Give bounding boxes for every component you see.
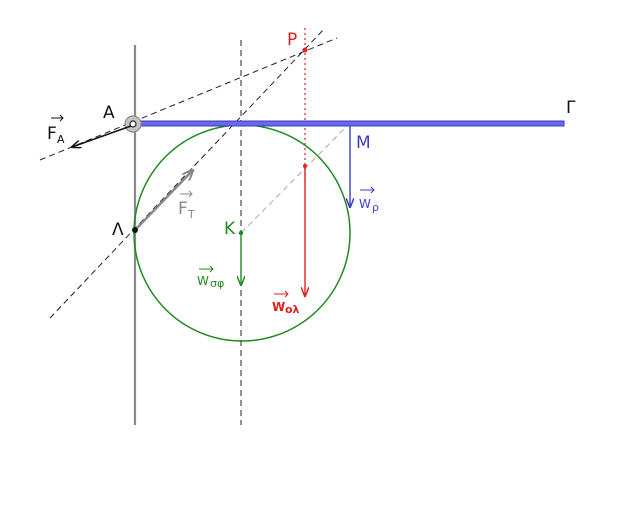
hinge-a-inner — [129, 120, 137, 128]
svg-text:ρ: ρ — [372, 201, 379, 214]
label-lambda: Λ — [112, 220, 124, 240]
svg-text:σφ: σφ — [210, 277, 224, 290]
svg-text:A: A — [57, 133, 65, 146]
segment-k-m — [240, 122, 351, 234]
force-fa-arrow — [72, 125, 132, 147]
point-lambda — [132, 227, 138, 233]
beam-rod — [134, 120, 565, 127]
line-of-action-ft — [49, 27, 326, 319]
label-fa: F A — [47, 114, 65, 146]
label-w-sphere: W σφ — [197, 265, 224, 290]
svg-text:W: W — [359, 197, 371, 211]
point-k — [238, 230, 244, 236]
label-p: Ρ — [287, 30, 297, 50]
line-of-action-fa — [39, 37, 338, 161]
label-w-rho: W ρ — [359, 186, 379, 214]
svg-text:ολ: ολ — [285, 303, 300, 316]
svg-text:T: T — [187, 208, 195, 221]
svg-text:W: W — [272, 300, 285, 314]
force-ft-arrow — [136, 170, 193, 229]
svg-text:F: F — [47, 124, 57, 144]
label-a: Α — [103, 103, 115, 123]
label-k: Κ — [224, 219, 236, 239]
label-gamma: Γ — [566, 98, 576, 118]
point-p — [302, 47, 308, 53]
label-m: Μ — [356, 133, 371, 153]
svg-text:W: W — [197, 274, 209, 288]
label-w-total: W ολ — [272, 290, 300, 316]
weight-total-origin — [303, 164, 307, 168]
svg-text:F: F — [178, 199, 188, 219]
label-ft: F T — [178, 190, 195, 221]
